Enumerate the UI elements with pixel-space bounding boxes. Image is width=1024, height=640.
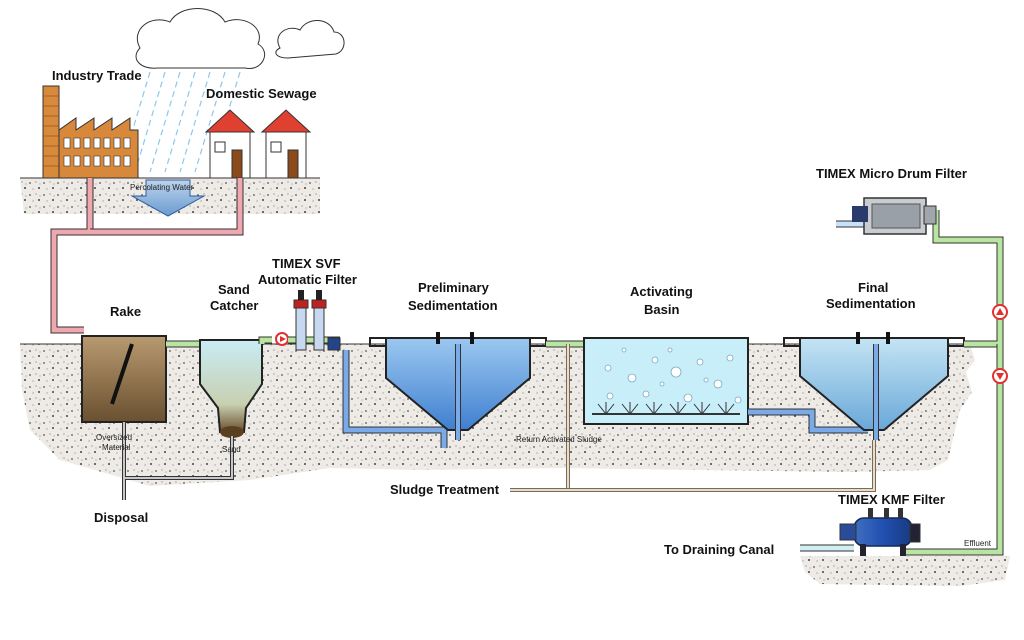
label-micro-drum-filter: TIMEX Micro Drum Filter [816, 166, 967, 181]
label-activating: Activating [630, 284, 693, 299]
label-final-sedimentation: Sedimentation [826, 296, 916, 311]
label-domestic-sewage: Domestic Sewage [206, 86, 317, 101]
kmf-filter [839, 508, 921, 556]
label-kmf-filter: TIMEX KMF Filter [838, 492, 945, 507]
effluent-pipe [932, 210, 1004, 348]
label-sludge-treatment: Sludge Treatment [390, 482, 500, 497]
label-material: Material [102, 443, 131, 452]
rake-bar [110, 343, 134, 405]
cloud-large [135, 8, 266, 69]
label-to-draining-canal: To Draining Canal [664, 542, 774, 557]
factory-building [42, 85, 139, 179]
label-sand: Sand [222, 445, 241, 454]
label-sand-catcher-2: Catcher [210, 298, 258, 313]
rake-tank [81, 335, 167, 423]
kmf-soil [800, 556, 1010, 586]
label-industry-trade: Industry Trade [52, 68, 142, 83]
label-svf-1: TIMEX SVF [272, 256, 341, 271]
label-percolating-water: Percolating Water [130, 183, 194, 192]
label-return-activated-sludge: Return Activated Sludge [516, 435, 602, 444]
svf-filter [288, 290, 341, 351]
cloud-small [275, 20, 345, 59]
house-2 [260, 109, 312, 179]
label-sand-catcher-1: Sand [218, 282, 250, 297]
label-basin: Basin [644, 302, 679, 317]
label-effluent: Effluent [964, 539, 992, 548]
flow-arrow-down-icon [992, 368, 1008, 384]
label-oversized: Oversized [96, 433, 132, 442]
flow-arrow-up-icon [992, 304, 1008, 320]
house-1 [204, 109, 256, 179]
final-sedimentation-tank [783, 332, 965, 440]
label-final: Final [858, 280, 888, 295]
micro-drum-filter [836, 197, 937, 235]
label-preliminary-sedimentation: Sedimentation [408, 298, 498, 313]
label-rake: Rake [110, 304, 141, 319]
activating-basin [583, 337, 749, 425]
percolating-arrow [130, 179, 206, 217]
label-preliminary: Preliminary [418, 280, 490, 295]
label-svf-2: Automatic Filter [258, 272, 357, 287]
label-disposal: Disposal [94, 510, 148, 525]
preliminary-sedimentation-tank [369, 332, 547, 440]
